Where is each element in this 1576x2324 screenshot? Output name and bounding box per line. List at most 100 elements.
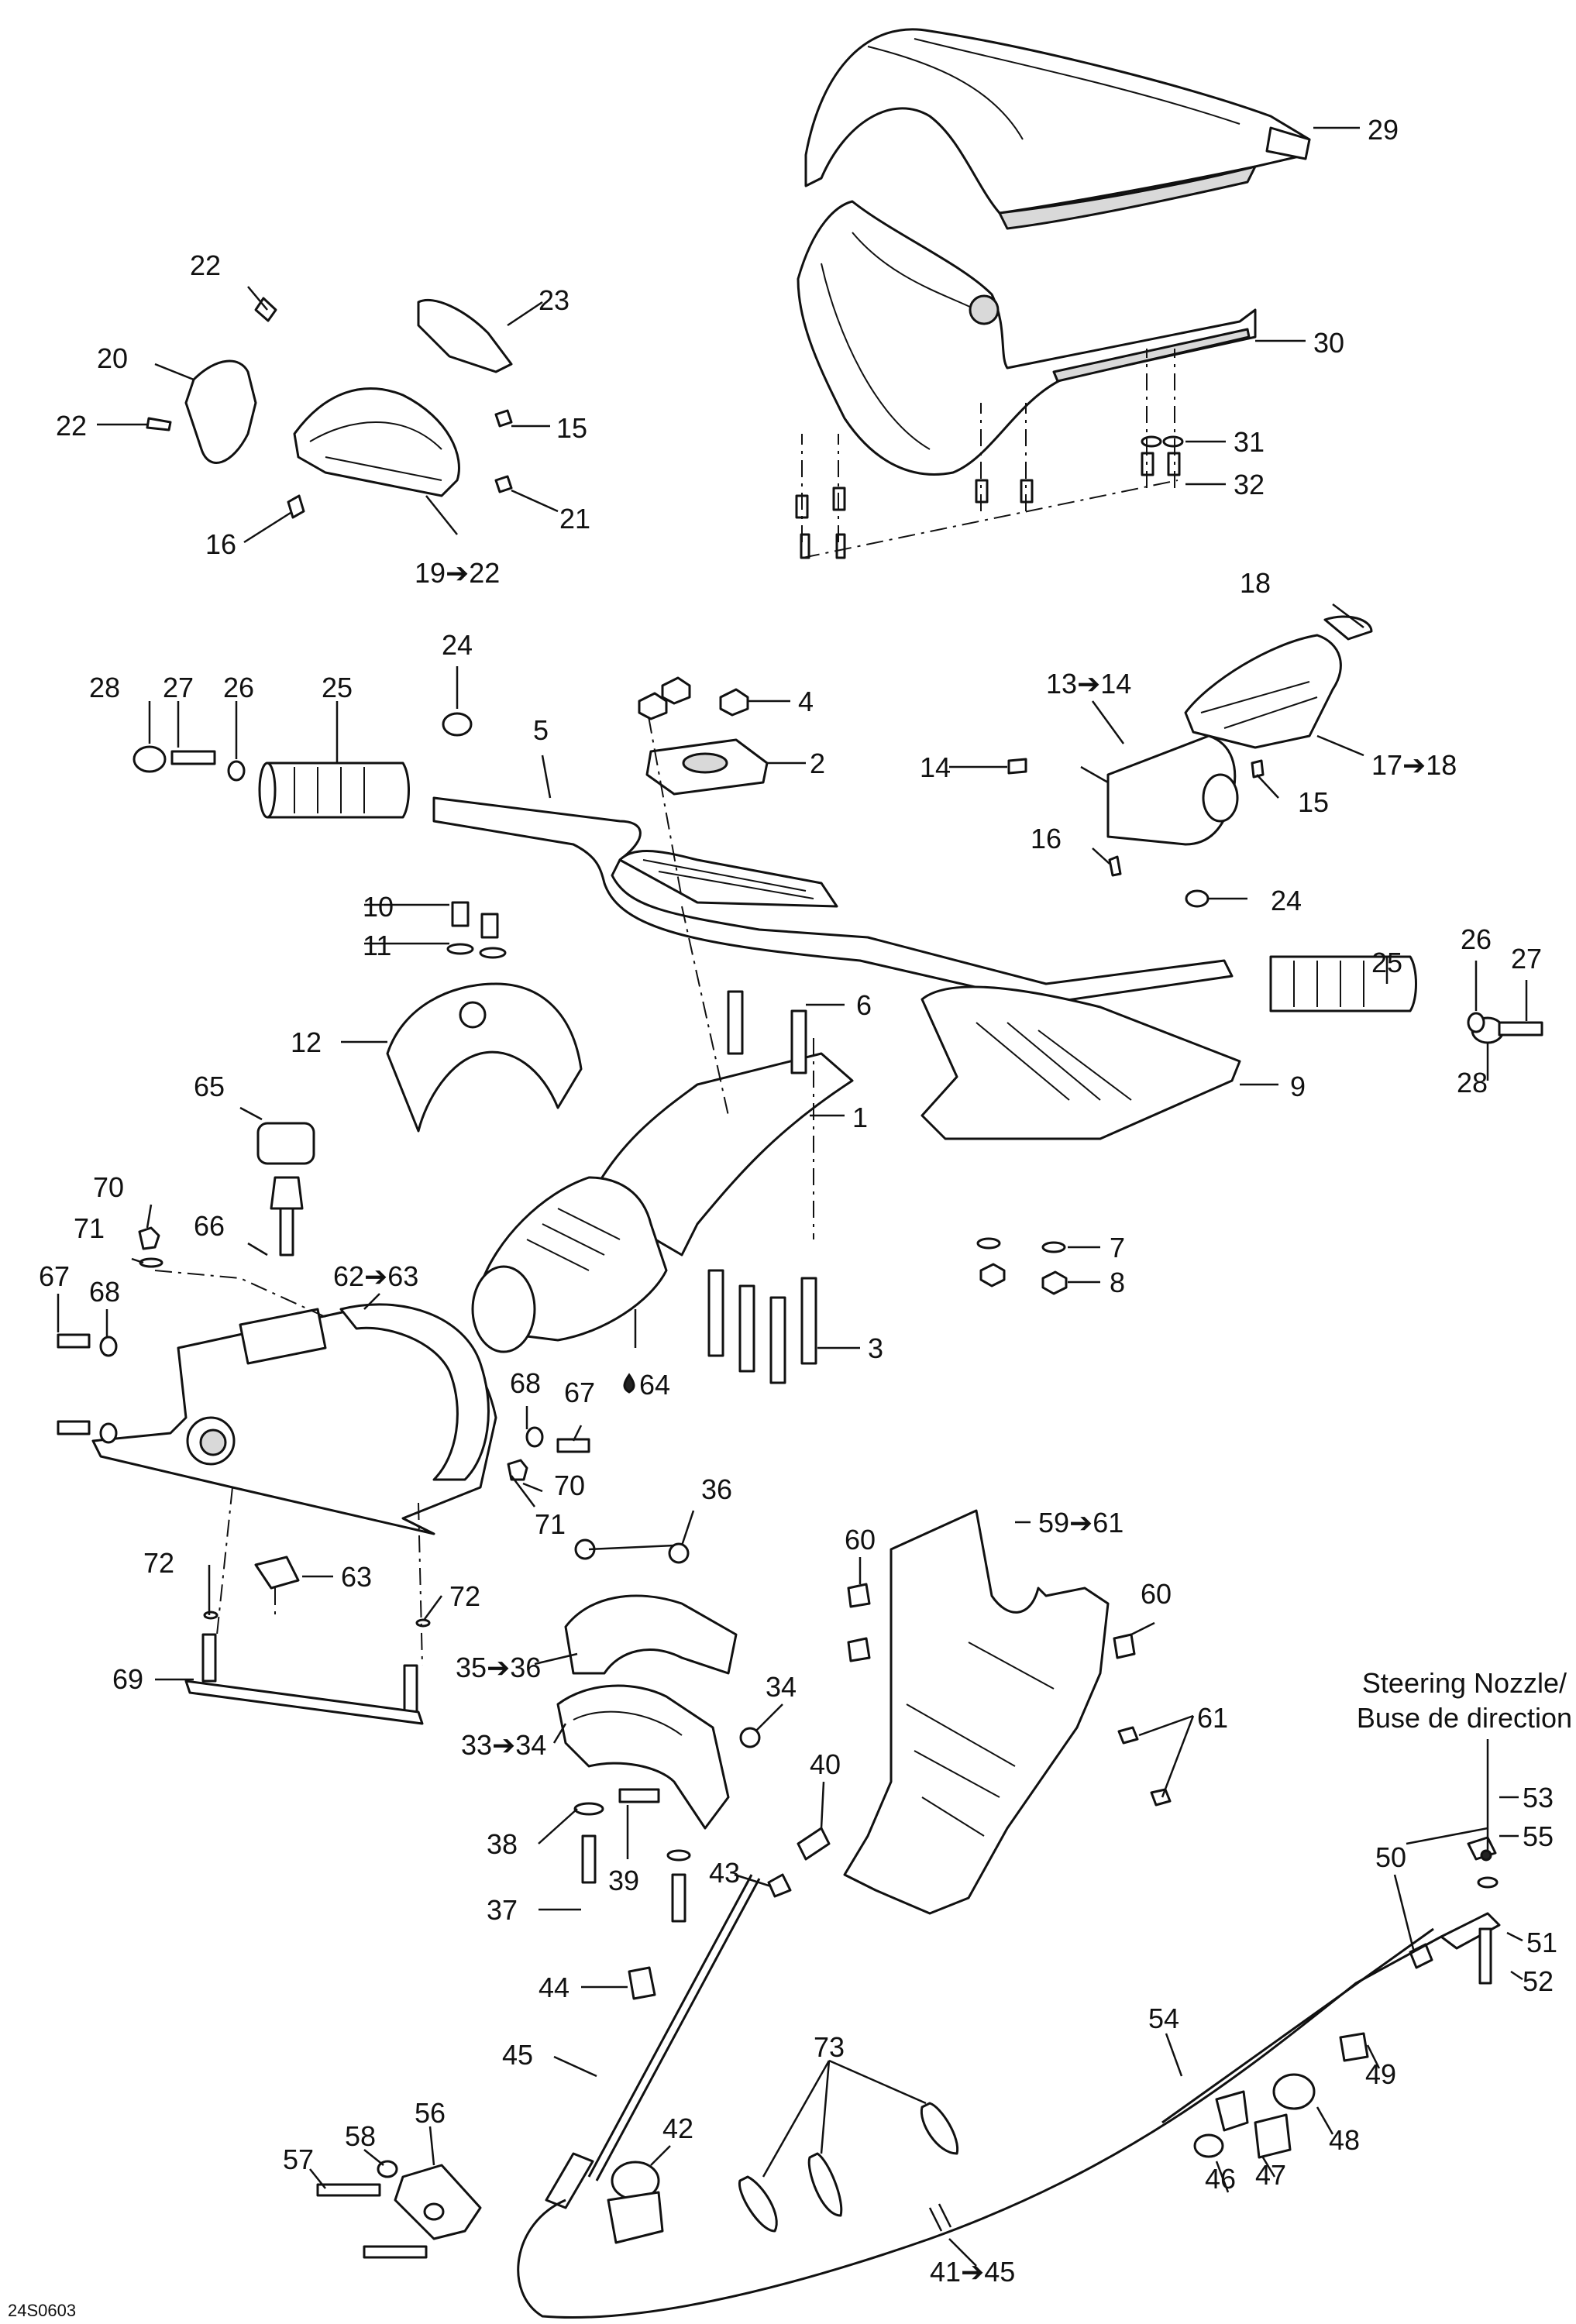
parts-67-68-70-71-fasteners xyxy=(57,1226,590,1481)
label-60a: 60 xyxy=(845,1524,876,1556)
label-60b: 60 xyxy=(1141,1578,1172,1610)
label-32: 32 xyxy=(1234,469,1265,500)
part-1-steering-stem xyxy=(471,1052,854,1353)
label-72b: 72 xyxy=(449,1580,480,1612)
part-12-shield xyxy=(386,982,583,1133)
label-42: 42 xyxy=(662,2113,693,2144)
label-36: 36 xyxy=(701,1473,732,1505)
callout-labels: 29 30 31 32 22 23 20 22 15 21 16 19➔22 1… xyxy=(39,114,1557,2288)
label-46: 46 xyxy=(1205,2163,1236,2195)
label-48: 48 xyxy=(1329,2124,1360,2156)
label-59: 59➔61 xyxy=(1038,1507,1124,1538)
label-30: 30 xyxy=(1313,327,1344,359)
label-15b: 15 xyxy=(1298,786,1329,818)
label-44: 44 xyxy=(539,1972,569,2003)
label-68a: 68 xyxy=(89,1276,120,1308)
label-1: 1 xyxy=(852,1102,868,1133)
label-10: 10 xyxy=(363,891,394,923)
label-22a: 22 xyxy=(190,249,221,281)
label-7: 7 xyxy=(1110,1232,1125,1263)
parts-26-27-28-end-caps xyxy=(132,745,1543,1044)
part-9-cover xyxy=(920,985,1241,1140)
label-28a: 28 xyxy=(89,672,120,703)
label-2: 2 xyxy=(810,748,825,779)
label-71b: 71 xyxy=(535,1508,566,1540)
label-70b: 70 xyxy=(554,1470,585,1501)
label-38: 38 xyxy=(487,1828,518,1860)
label-5: 5 xyxy=(533,714,549,746)
label-66: 66 xyxy=(194,1210,225,1242)
label-9: 9 xyxy=(1290,1071,1306,1102)
part-73-ties xyxy=(738,2102,959,2233)
parts-10-11-bolts xyxy=(446,901,507,959)
label-52: 52 xyxy=(1523,1965,1554,1997)
label-69: 69 xyxy=(112,1663,143,1695)
label-61: 61 xyxy=(1197,1702,1228,1734)
parts-25-grips xyxy=(258,761,1417,1012)
part-65-66-bump-stop xyxy=(256,1122,315,1257)
label-27b: 27 xyxy=(1511,943,1542,975)
label-27a: 27 xyxy=(163,672,194,703)
label-17: 17➔18 xyxy=(1371,749,1457,781)
label-65: 65 xyxy=(194,1071,225,1102)
label-56: 56 xyxy=(415,2097,446,2129)
label-16b: 16 xyxy=(1031,823,1062,854)
part-5-handlebar xyxy=(432,796,1234,1005)
label-34: 34 xyxy=(766,1671,797,1703)
label-4: 4 xyxy=(798,686,814,717)
note-line-2: Buse de direction xyxy=(1357,1702,1572,1734)
label-8: 8 xyxy=(1110,1267,1125,1298)
label-23: 23 xyxy=(539,284,569,316)
label-18: 18 xyxy=(1240,567,1271,599)
label-47: 47 xyxy=(1255,2159,1286,2191)
label-35: 35➔36 xyxy=(456,1652,541,1683)
label-49: 49 xyxy=(1365,2058,1396,2090)
label-33: 33➔34 xyxy=(461,1729,546,1761)
part-42-nut xyxy=(607,2161,664,2244)
label-45: 45 xyxy=(502,2039,533,2071)
reference-code: 24S0603 xyxy=(8,2301,76,2320)
part-63-bushing xyxy=(254,1556,300,1590)
part-29-upper-cover xyxy=(804,28,1311,230)
label-54: 54 xyxy=(1148,2003,1179,2034)
fasteners-31-32 xyxy=(795,435,1184,559)
label-50: 50 xyxy=(1375,1841,1406,1873)
label-6: 6 xyxy=(856,989,872,1021)
label-57: 57 xyxy=(283,2144,314,2175)
part-69-bracket-72 xyxy=(184,1611,431,1725)
label-25a: 25 xyxy=(322,672,353,703)
part-2-clamp xyxy=(645,738,769,796)
steering-nozzle-note: Steering Nozzle/ Buse de direction xyxy=(1357,1667,1572,1734)
label-73: 73 xyxy=(814,2031,845,2063)
parts-7-8-washer-nut xyxy=(976,1237,1068,1295)
label-67a: 67 xyxy=(39,1260,70,1292)
parts-46-49-grommets xyxy=(1193,2032,1369,2159)
label-53: 53 xyxy=(1523,1782,1554,1813)
parts-40-43-44 xyxy=(628,1827,831,2000)
label-64: 64 xyxy=(639,1369,670,1401)
part-59-61-bracket xyxy=(843,1509,1172,1915)
label-28b: 28 xyxy=(1457,1067,1488,1098)
label-29: 29 xyxy=(1368,114,1399,146)
label-15a: 15 xyxy=(556,412,587,444)
note-line-1: Steering Nozzle/ xyxy=(1362,1667,1567,1699)
label-3: 3 xyxy=(868,1332,883,1364)
label-43: 43 xyxy=(709,1857,740,1889)
label-14: 14 xyxy=(920,751,951,783)
group-19-22-left-housing xyxy=(146,297,513,519)
label-68b: 68 xyxy=(510,1367,541,1399)
label-12: 12 xyxy=(291,1026,322,1058)
label-62: 62➔63 xyxy=(333,1260,418,1292)
label-13: 13➔14 xyxy=(1046,668,1131,700)
part-41-45-steering-cable xyxy=(517,1874,1442,2319)
label-71a: 71 xyxy=(74,1212,105,1244)
label-37: 37 xyxy=(487,1894,518,1926)
label-11: 11 xyxy=(363,930,391,961)
label-19: 19➔22 xyxy=(415,557,500,589)
label-26a: 26 xyxy=(223,672,254,703)
label-39: 39 xyxy=(608,1865,639,1896)
parts-4-nuts xyxy=(638,676,749,720)
label-21: 21 xyxy=(559,503,590,535)
label-24a: 24 xyxy=(442,629,473,661)
